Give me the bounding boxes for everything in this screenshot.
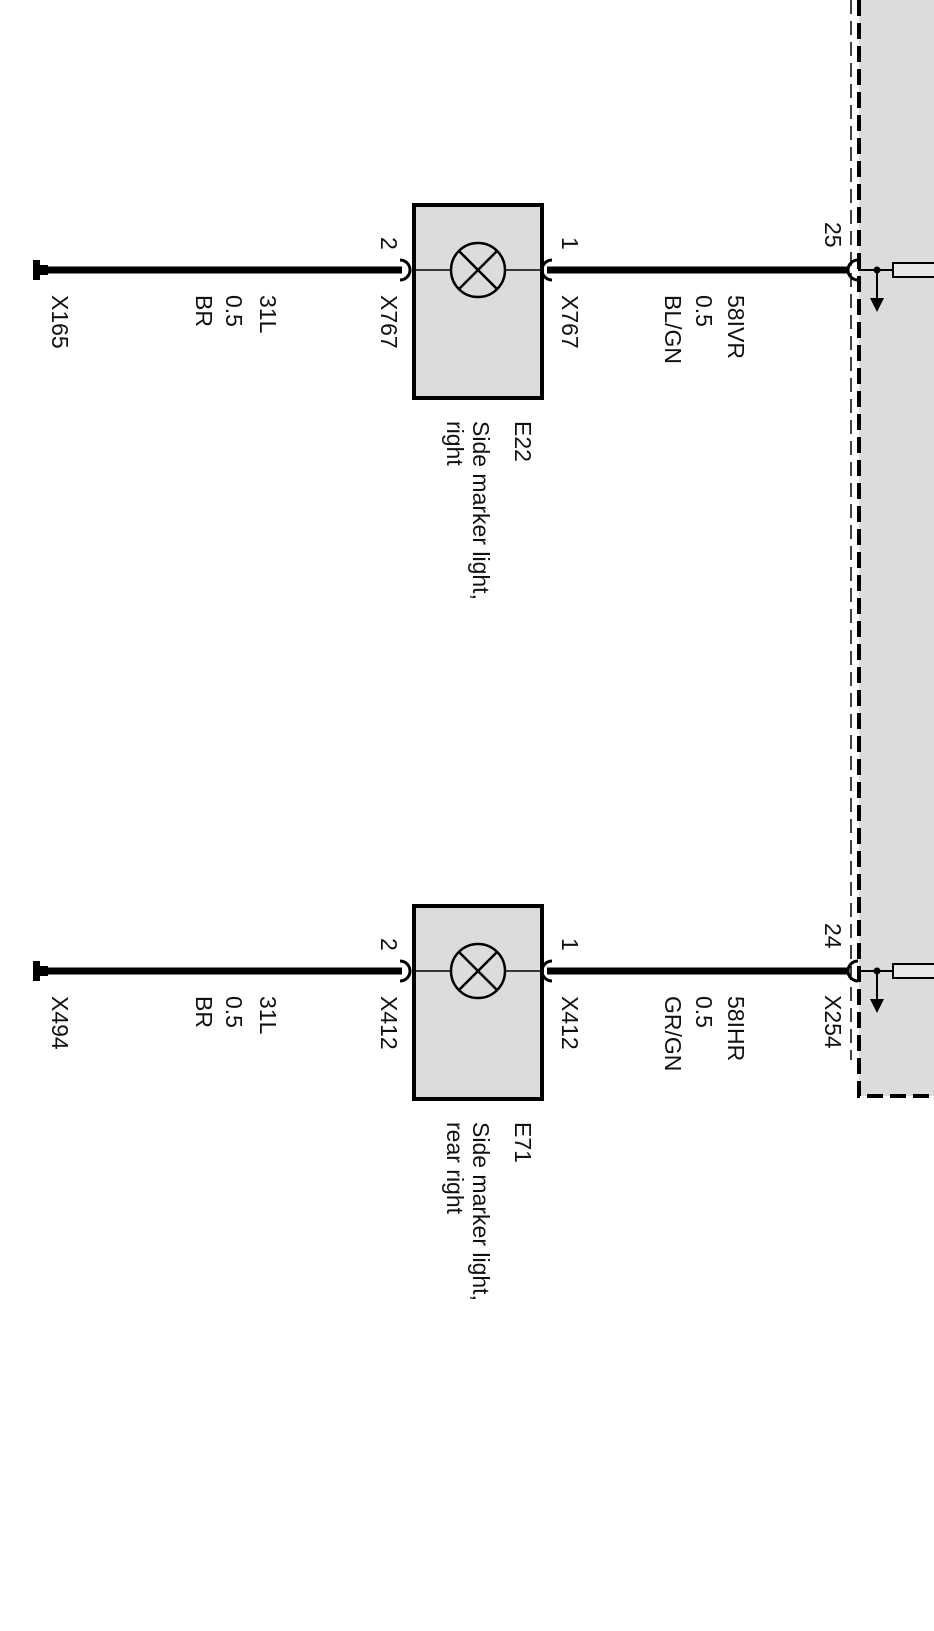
connector-arc [846,258,859,282]
module-pin: 25 [820,222,846,248]
component-description: right [442,421,468,466]
component-description: rear right [442,1122,468,1215]
component-box [412,203,544,400]
wire-size: 0.5 [221,295,247,327]
connector-id: X412 [376,996,402,1050]
ground-symbol [33,260,48,280]
wire-size: 0.5 [221,996,247,1028]
connector-id: X767 [376,295,402,349]
connector-arc [846,959,859,983]
module-pin: 24 [820,923,846,949]
control-module-region [859,0,934,1096]
wire-color: BR [191,996,217,1028]
connector-arc [540,258,553,282]
wire-size: 0.5 [691,295,717,327]
wire-color: BR [191,295,217,327]
ground-symbol [33,961,48,981]
connector-id: X412 [557,996,583,1050]
wire-color: GR/GN [660,996,686,1071]
pin-out: 2 [376,237,402,250]
connector-arc [399,258,412,282]
wire-signal: 58IHR [723,996,749,1061]
circuit-e22: 25 58IVR 0.5 BL/GN 1 X767 2 X767 E22 Sid… [33,203,934,600]
connector-arc [540,959,553,983]
ground-point: X494 [47,996,73,1050]
pin-in: 1 [557,938,583,951]
component-description: Side marker light, [468,421,494,600]
ground-point: X165 [47,295,73,349]
module-output-stub [892,262,934,278]
module-output-stub [892,963,934,979]
component-description: Side marker light, [468,1122,494,1301]
connector-arc [399,959,412,983]
wire-signal: 58IVR [723,295,749,359]
arrow-down-icon [870,999,884,1013]
control-module-border [857,0,934,1098]
connector-id: X767 [557,295,583,349]
pin-out: 2 [376,938,402,951]
wire-color: BL/GN [660,295,686,364]
wire-size: 0.5 [691,996,717,1028]
component-id: E71 [510,1122,536,1163]
arrow-down-icon [870,298,884,312]
pin-in: 1 [557,237,583,250]
wire-signal: 31L [255,295,281,334]
component-id: E22 [510,421,536,462]
module-connector: X254 [820,995,846,1049]
circuit-e71: 24 X254 58IHR 0.5 GR/GN 1 X412 2 X412 E7… [33,904,934,1301]
wire-signal: 31L [255,996,281,1035]
component-box [412,904,544,1101]
